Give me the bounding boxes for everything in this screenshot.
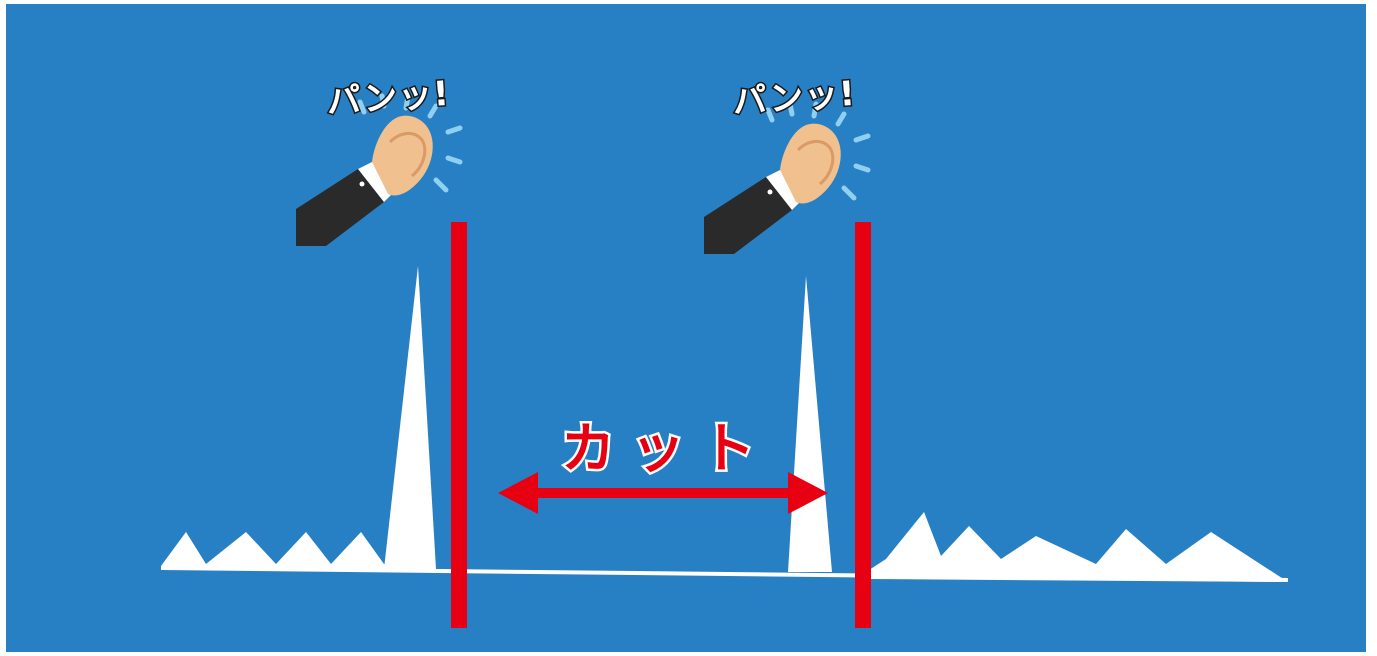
clap-spike-1 (384, 266, 436, 569)
cut-marker-end (855, 222, 871, 628)
cut-range-arrow (498, 472, 828, 514)
diagram-canvas: パンッ! パンッ! カット (6, 4, 1366, 652)
cut-marker-start (451, 222, 467, 628)
clapping-hands-icon (296, 93, 463, 246)
cut-label: カット (559, 415, 771, 483)
clap-spike-2 (788, 276, 832, 572)
waveform-diagram (161, 93, 1288, 628)
waveform-left-noise (161, 532, 401, 569)
waveform-right-noise (866, 512, 1288, 582)
clapping-hands-icon (704, 101, 871, 254)
